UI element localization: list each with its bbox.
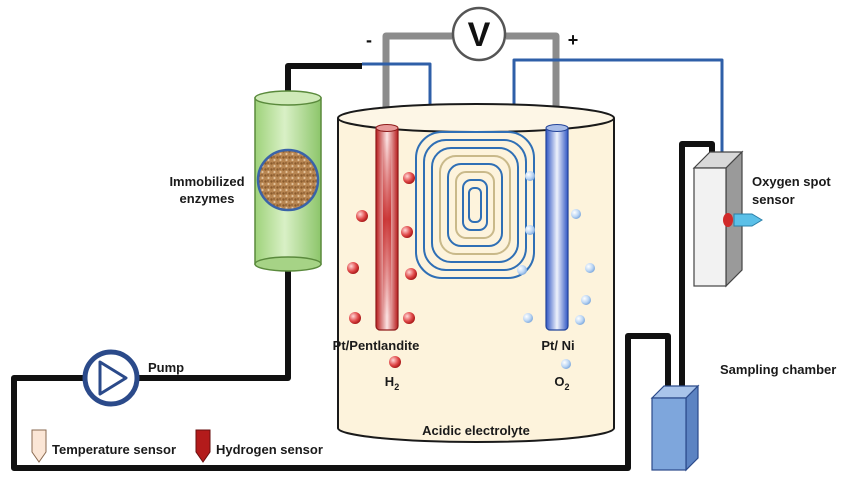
sampling-chamber (650, 384, 700, 472)
cathode-electrode (375, 124, 399, 331)
hydrogen-sensor-label: Hydrogen sensor (216, 442, 323, 457)
anode-label: Pt/ Ni (541, 338, 574, 353)
immobilized-label-line1: Immobilized (169, 174, 244, 189)
voltmeter: V (451, 6, 507, 62)
pump-label: Pump (148, 360, 184, 375)
temperature-sensor-icon (31, 429, 47, 463)
voltmeter-label: V (468, 16, 491, 54)
o2-label: O2 (554, 374, 569, 392)
oxygen-sensor-label-line1: Oxygen spot (752, 174, 831, 189)
h2-label: H2 (385, 374, 399, 392)
oxygen-probe-icon (733, 213, 763, 227)
plus-sign: + (568, 30, 579, 50)
oxygen-bubbles (517, 171, 595, 369)
temperature-sensor-label: Temperature sensor (52, 442, 176, 457)
voltmeter-wires (382, 32, 560, 136)
sampling-chamber-label: Sampling chamber (720, 362, 836, 377)
oxygen-sensor-label-line2: sensor (752, 192, 795, 207)
oxygen-sensor-box (692, 150, 763, 288)
pump-icon (98, 360, 128, 396)
electrolyte-label: Acidic electrolyte (422, 423, 530, 438)
pump (82, 349, 140, 407)
enzyme-beads (256, 148, 320, 212)
immobilized-label-line2: enzymes (180, 191, 235, 206)
cathode-label: Pt/Pentlandite (333, 338, 420, 353)
electrolyte-container (337, 103, 615, 443)
legend: Temperature sensor Hydrogen sensor (31, 429, 323, 463)
hydrogen-bubbles (347, 172, 417, 368)
hydrogen-sensor-icon (195, 429, 211, 463)
oxygen-spot (723, 213, 733, 227)
coil-membrane (415, 131, 535, 279)
minus-sign: - (366, 30, 372, 50)
anode-electrode (545, 124, 569, 331)
enzyme-column (254, 90, 322, 272)
